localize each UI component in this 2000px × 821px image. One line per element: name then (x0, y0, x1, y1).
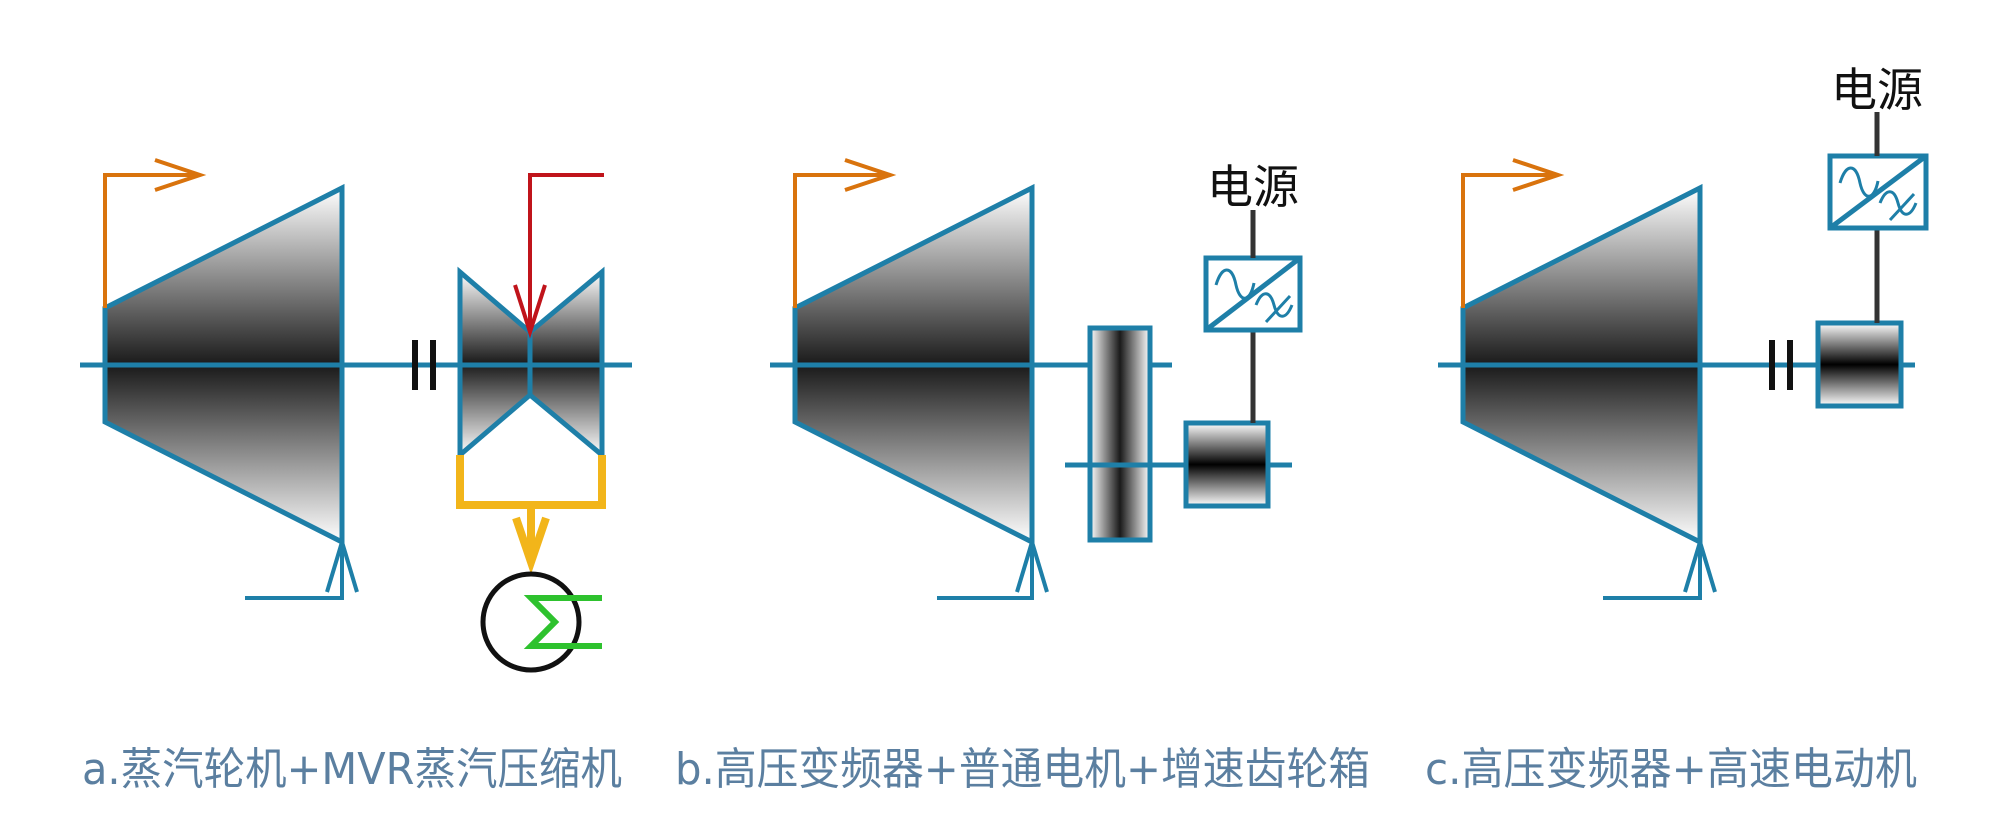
steam-outlet-arrowhead-c (1512, 158, 1565, 192)
panel-b: 电源 (770, 158, 1303, 600)
inverter-c-ac-out-icon (1878, 190, 1918, 216)
vapor-inlet-arrowhead (513, 284, 547, 339)
inverter-c-ac-in-icon (1838, 166, 1880, 198)
panel-c: 电源 (1438, 63, 1929, 600)
inverter-b-ac-in-icon (1214, 268, 1256, 300)
inverter-c-out-arrow (1888, 192, 1916, 222)
steam-outlet-arrow-b (793, 173, 890, 308)
vapor-inlet-arrow (528, 173, 604, 332)
steam-inlet-arrowhead-a (325, 535, 359, 593)
steam-outlet-arrowhead-a (154, 158, 207, 192)
steam-outlet-arrow-c (1461, 173, 1558, 308)
gearbox (1087, 325, 1153, 543)
motor-b (1183, 420, 1271, 509)
steam-inlet-arrow-b (937, 542, 1034, 600)
steam-inlet-arrow-a (245, 542, 344, 600)
caption-a: a.蒸汽轮机+MVR蒸汽压缩机 (82, 744, 622, 795)
inverter-c-diagonal (1828, 154, 1928, 230)
power-label-c: 电源 (1831, 63, 1923, 117)
inverter-b-diagonal (1204, 256, 1302, 332)
steam-inlet-arrowhead-b (1015, 535, 1049, 593)
steam-inlet-arrow-c (1603, 542, 1702, 600)
panel-a (80, 158, 632, 673)
inverter-b-ac-out-icon (1254, 292, 1294, 318)
heat-exchanger (480, 571, 582, 673)
steam-inlet-arrowhead-c (1683, 535, 1717, 593)
steam-outlet-arrowhead-b (844, 158, 897, 192)
compressed-vapor-arrowhead (512, 516, 550, 575)
heat-exchanger-coil (523, 595, 602, 649)
high-speed-motor (1815, 320, 1904, 409)
steam-outlet-arrow-a (103, 173, 200, 308)
caption-c: c.高压变频器+高速电动机 (1425, 744, 1917, 795)
inverter-b-out-arrow (1264, 294, 1292, 324)
caption-b: b.高压变频器+普通电机+增速齿轮箱 (675, 744, 1370, 795)
compressed-vapor-manifold (456, 455, 606, 509)
power-label-b: 电源 (1207, 160, 1299, 214)
